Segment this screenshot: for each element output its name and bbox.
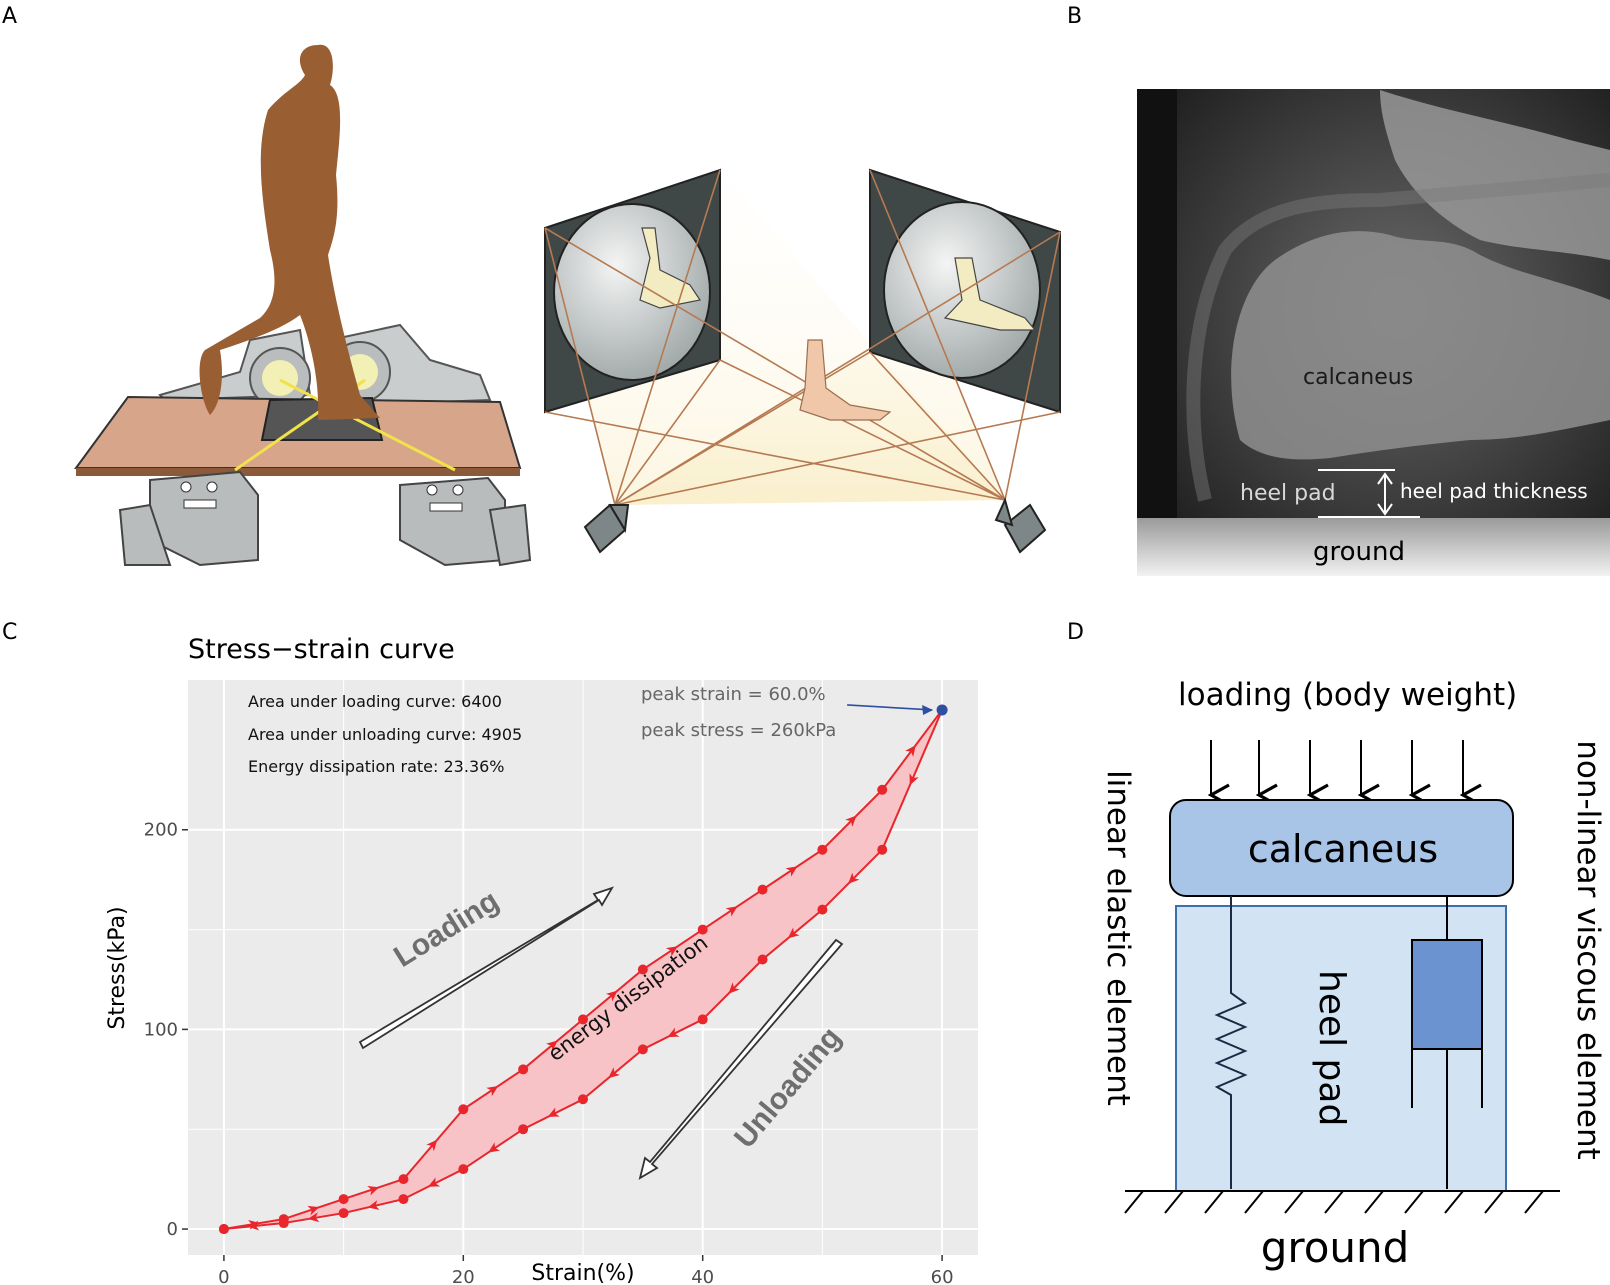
model-loading-label: loading (body weight) <box>1178 677 1517 713</box>
x-axis-label: Strain(%) <box>531 1261 634 1285</box>
area-loading-note: Area under loading curve: 6400 <box>248 692 502 711</box>
xray-ground-label: ground <box>1313 537 1405 567</box>
y-axis-label: Stress(kPa) <box>105 906 130 1029</box>
direction-arrowhead <box>905 745 916 757</box>
xray-heel-pad-label: heel pad <box>1240 481 1336 506</box>
load-arrows <box>1207 740 1482 807</box>
data-point <box>518 1064 529 1075</box>
xray-heel-pad-thickness-label: heel pad thickness <box>1400 479 1588 503</box>
data-point <box>458 1104 469 1115</box>
peak-marker-layer <box>847 704 948 716</box>
dissipation-rate-note: Energy dissipation rate: 23.36% <box>248 757 505 776</box>
direction-arrowhead <box>367 1185 380 1196</box>
xray-calcaneus-label: calcaneus <box>1303 365 1413 390</box>
direction-arrowhead <box>665 946 678 957</box>
peak-strain-note: peak strain = 60.0% <box>641 684 826 705</box>
data-point <box>398 1194 409 1205</box>
direction-arrowhead <box>546 1040 558 1052</box>
x-tick-label: 40 <box>691 1267 714 1285</box>
direction-arrowhead <box>667 1027 680 1038</box>
data-point <box>817 904 828 915</box>
data-point <box>398 1174 409 1185</box>
data-point <box>697 1014 708 1025</box>
spring-element <box>1214 896 1248 1189</box>
y-tick-label: 100 <box>144 1019 178 1040</box>
heel-xray-image <box>1137 89 1610 576</box>
unloading-arrow <box>638 938 844 1180</box>
calcaneus-label: calcaneus <box>1248 827 1438 871</box>
data-point <box>877 844 888 855</box>
direction-arrowhead <box>787 927 800 939</box>
peak-pointer-head <box>922 704 934 715</box>
data-point <box>637 1044 648 1055</box>
ground-hatching <box>1124 1190 1560 1214</box>
data-point <box>338 1194 349 1205</box>
direction-arrowhead <box>426 1139 438 1152</box>
data-point <box>218 1224 229 1235</box>
linear-elastic-label: linear elastic element <box>1100 770 1136 1106</box>
series-loading <box>218 709 943 1235</box>
data-point <box>278 1218 289 1229</box>
direction-arrowhead <box>785 866 798 877</box>
biplane-fluoroscopy-illustration <box>544 168 1061 554</box>
series-layer <box>218 709 944 1235</box>
panel-label-b: B <box>1067 4 1083 29</box>
panel-label-a: A <box>2 4 18 29</box>
direction-arrowhead <box>725 906 738 917</box>
heel-pad-label: heel pad <box>1311 970 1352 1126</box>
direction-arrowhead <box>605 990 618 1002</box>
peak-point <box>936 704 948 716</box>
direction-arrowhead <box>307 1205 320 1216</box>
x-tick-label: 0 <box>218 1267 229 1285</box>
direction-arrowhead <box>909 773 919 786</box>
direction-arrowhead <box>307 1212 320 1223</box>
series-unloading <box>218 709 944 1235</box>
data-point <box>338 1208 349 1219</box>
panel-label-c: C <box>2 620 18 645</box>
walking-setup-illustration <box>74 44 532 567</box>
data-point <box>578 1014 588 1025</box>
direction-arrowhead <box>728 982 740 994</box>
x-tick-label: 60 <box>931 1267 954 1285</box>
model-ground-label: ground <box>1261 1223 1410 1272</box>
direction-arrowhead <box>848 872 860 884</box>
area-unloading-note: Area under unloading curve: 4905 <box>248 725 522 744</box>
direction-arrowhead <box>608 1067 620 1079</box>
peak-stress-note: peak stress = 260kPa <box>641 720 836 741</box>
nonlinear-viscous-label: non-linear viscous element <box>1570 740 1606 1160</box>
data-point <box>877 784 888 795</box>
loading-arrow <box>358 886 614 1050</box>
direction-arrowhead <box>367 1200 380 1210</box>
direction-arrowhead <box>247 1220 260 1231</box>
damper-element <box>1411 896 1483 1189</box>
data-point <box>578 1094 588 1105</box>
data-point <box>757 954 768 965</box>
data-point <box>697 924 708 935</box>
data-point <box>458 1164 469 1175</box>
grid-lines <box>188 680 978 1255</box>
data-point <box>637 964 648 975</box>
data-point <box>817 844 828 855</box>
y-tick-label: 0 <box>167 1219 178 1240</box>
tick-layer: 0 20 40 60 0 100 200 <box>144 820 954 1285</box>
calcaneus-block <box>1169 799 1514 897</box>
x-tick-label: 20 <box>452 1267 475 1285</box>
direction-arrowhead <box>428 1177 441 1187</box>
data-point <box>518 1124 529 1135</box>
direction-arrowhead <box>547 1107 560 1117</box>
data-point <box>757 884 768 895</box>
direction-arrowhead <box>486 1085 499 1097</box>
panel-label-d: D <box>1067 620 1084 645</box>
y-tick-label: 200 <box>144 820 178 841</box>
chart-title: Stress−strain curve <box>188 634 455 665</box>
direction-arrowhead <box>488 1142 501 1153</box>
direction-arrowhead <box>845 815 857 827</box>
peak-pointer-line <box>847 704 933 711</box>
